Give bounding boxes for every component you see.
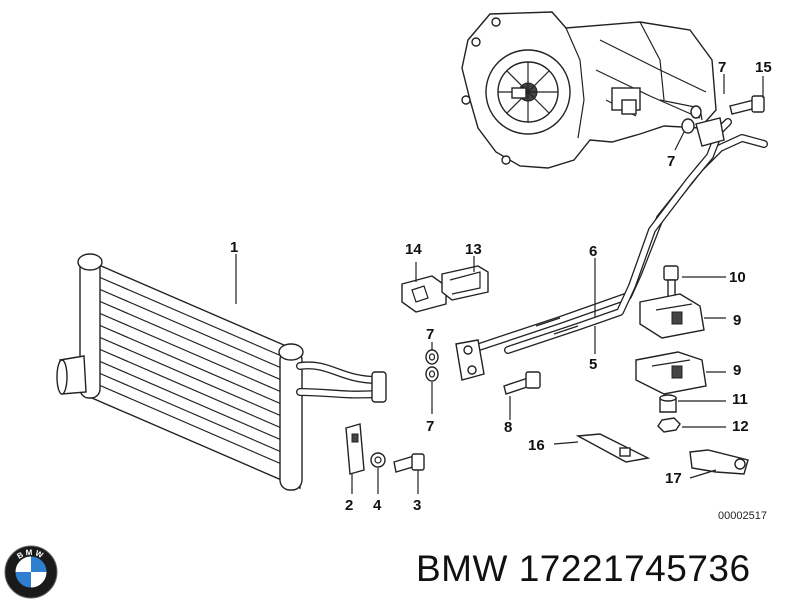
washer-7-upper (425, 349, 439, 365)
holder-9-lower (635, 351, 707, 395)
callout-14: 14 (405, 241, 422, 258)
callout-8: 8 (504, 419, 512, 436)
callout-16: 16 (528, 437, 545, 454)
part-title: BMW 17221745736 (416, 548, 751, 590)
bracket-2 (345, 423, 365, 475)
callout-labels: 1 2 3 4 5 6 7 7 7 7 8 9 9 10 11 12 13 14… (230, 59, 772, 522)
callout-1: 1 (230, 239, 238, 256)
callout-13: 13 (465, 241, 482, 258)
bmw-logo: BMW (4, 545, 58, 599)
bracket-16 (575, 433, 651, 463)
pipe-connector-block (455, 339, 485, 381)
clamp-14 (401, 275, 447, 313)
callout-11: 11 (732, 391, 748, 408)
clip-13 (441, 265, 489, 301)
callout-17: 17 (665, 470, 682, 487)
callout-9-lower: 9 (733, 362, 741, 379)
bracket-17 (689, 449, 749, 475)
bolt-3 (393, 453, 425, 473)
bolt-8 (503, 371, 541, 395)
washer-4 (370, 452, 386, 468)
logo-lettering: BMW (15, 548, 44, 561)
transmission-fitting (681, 105, 725, 147)
bolt-15 (729, 95, 765, 115)
brand-name: BMW (416, 548, 508, 589)
callout-7-top: 7 (718, 59, 726, 76)
callout-10: 10 (729, 269, 746, 286)
callout-12: 12 (732, 418, 749, 435)
nut-12 (657, 417, 681, 433)
oil-cooler (56, 253, 387, 491)
callout-15: 15 (755, 59, 772, 76)
callout-4: 4 (373, 497, 382, 514)
callout-5: 5 (589, 356, 597, 373)
callout-7-upper: 7 (426, 326, 434, 343)
callout-7-mid: 7 (667, 153, 675, 170)
cooler-fins (91, 273, 301, 473)
callout-3: 3 (413, 497, 421, 514)
bushing-11 (659, 394, 677, 413)
transmission-housing (461, 11, 717, 169)
callout-2: 2 (345, 497, 353, 514)
callout-6: 6 (589, 243, 597, 260)
leader-lines (235, 74, 764, 494)
part-number: 17221745736 (518, 548, 751, 589)
washer-7-lower (425, 366, 439, 382)
callout-9-upper: 9 (733, 312, 741, 329)
svg-text:BMW: BMW (15, 548, 46, 561)
holder-9-upper (639, 293, 705, 339)
diagram-code: 00002517 (718, 510, 767, 522)
callout-7-lower: 7 (426, 418, 434, 435)
